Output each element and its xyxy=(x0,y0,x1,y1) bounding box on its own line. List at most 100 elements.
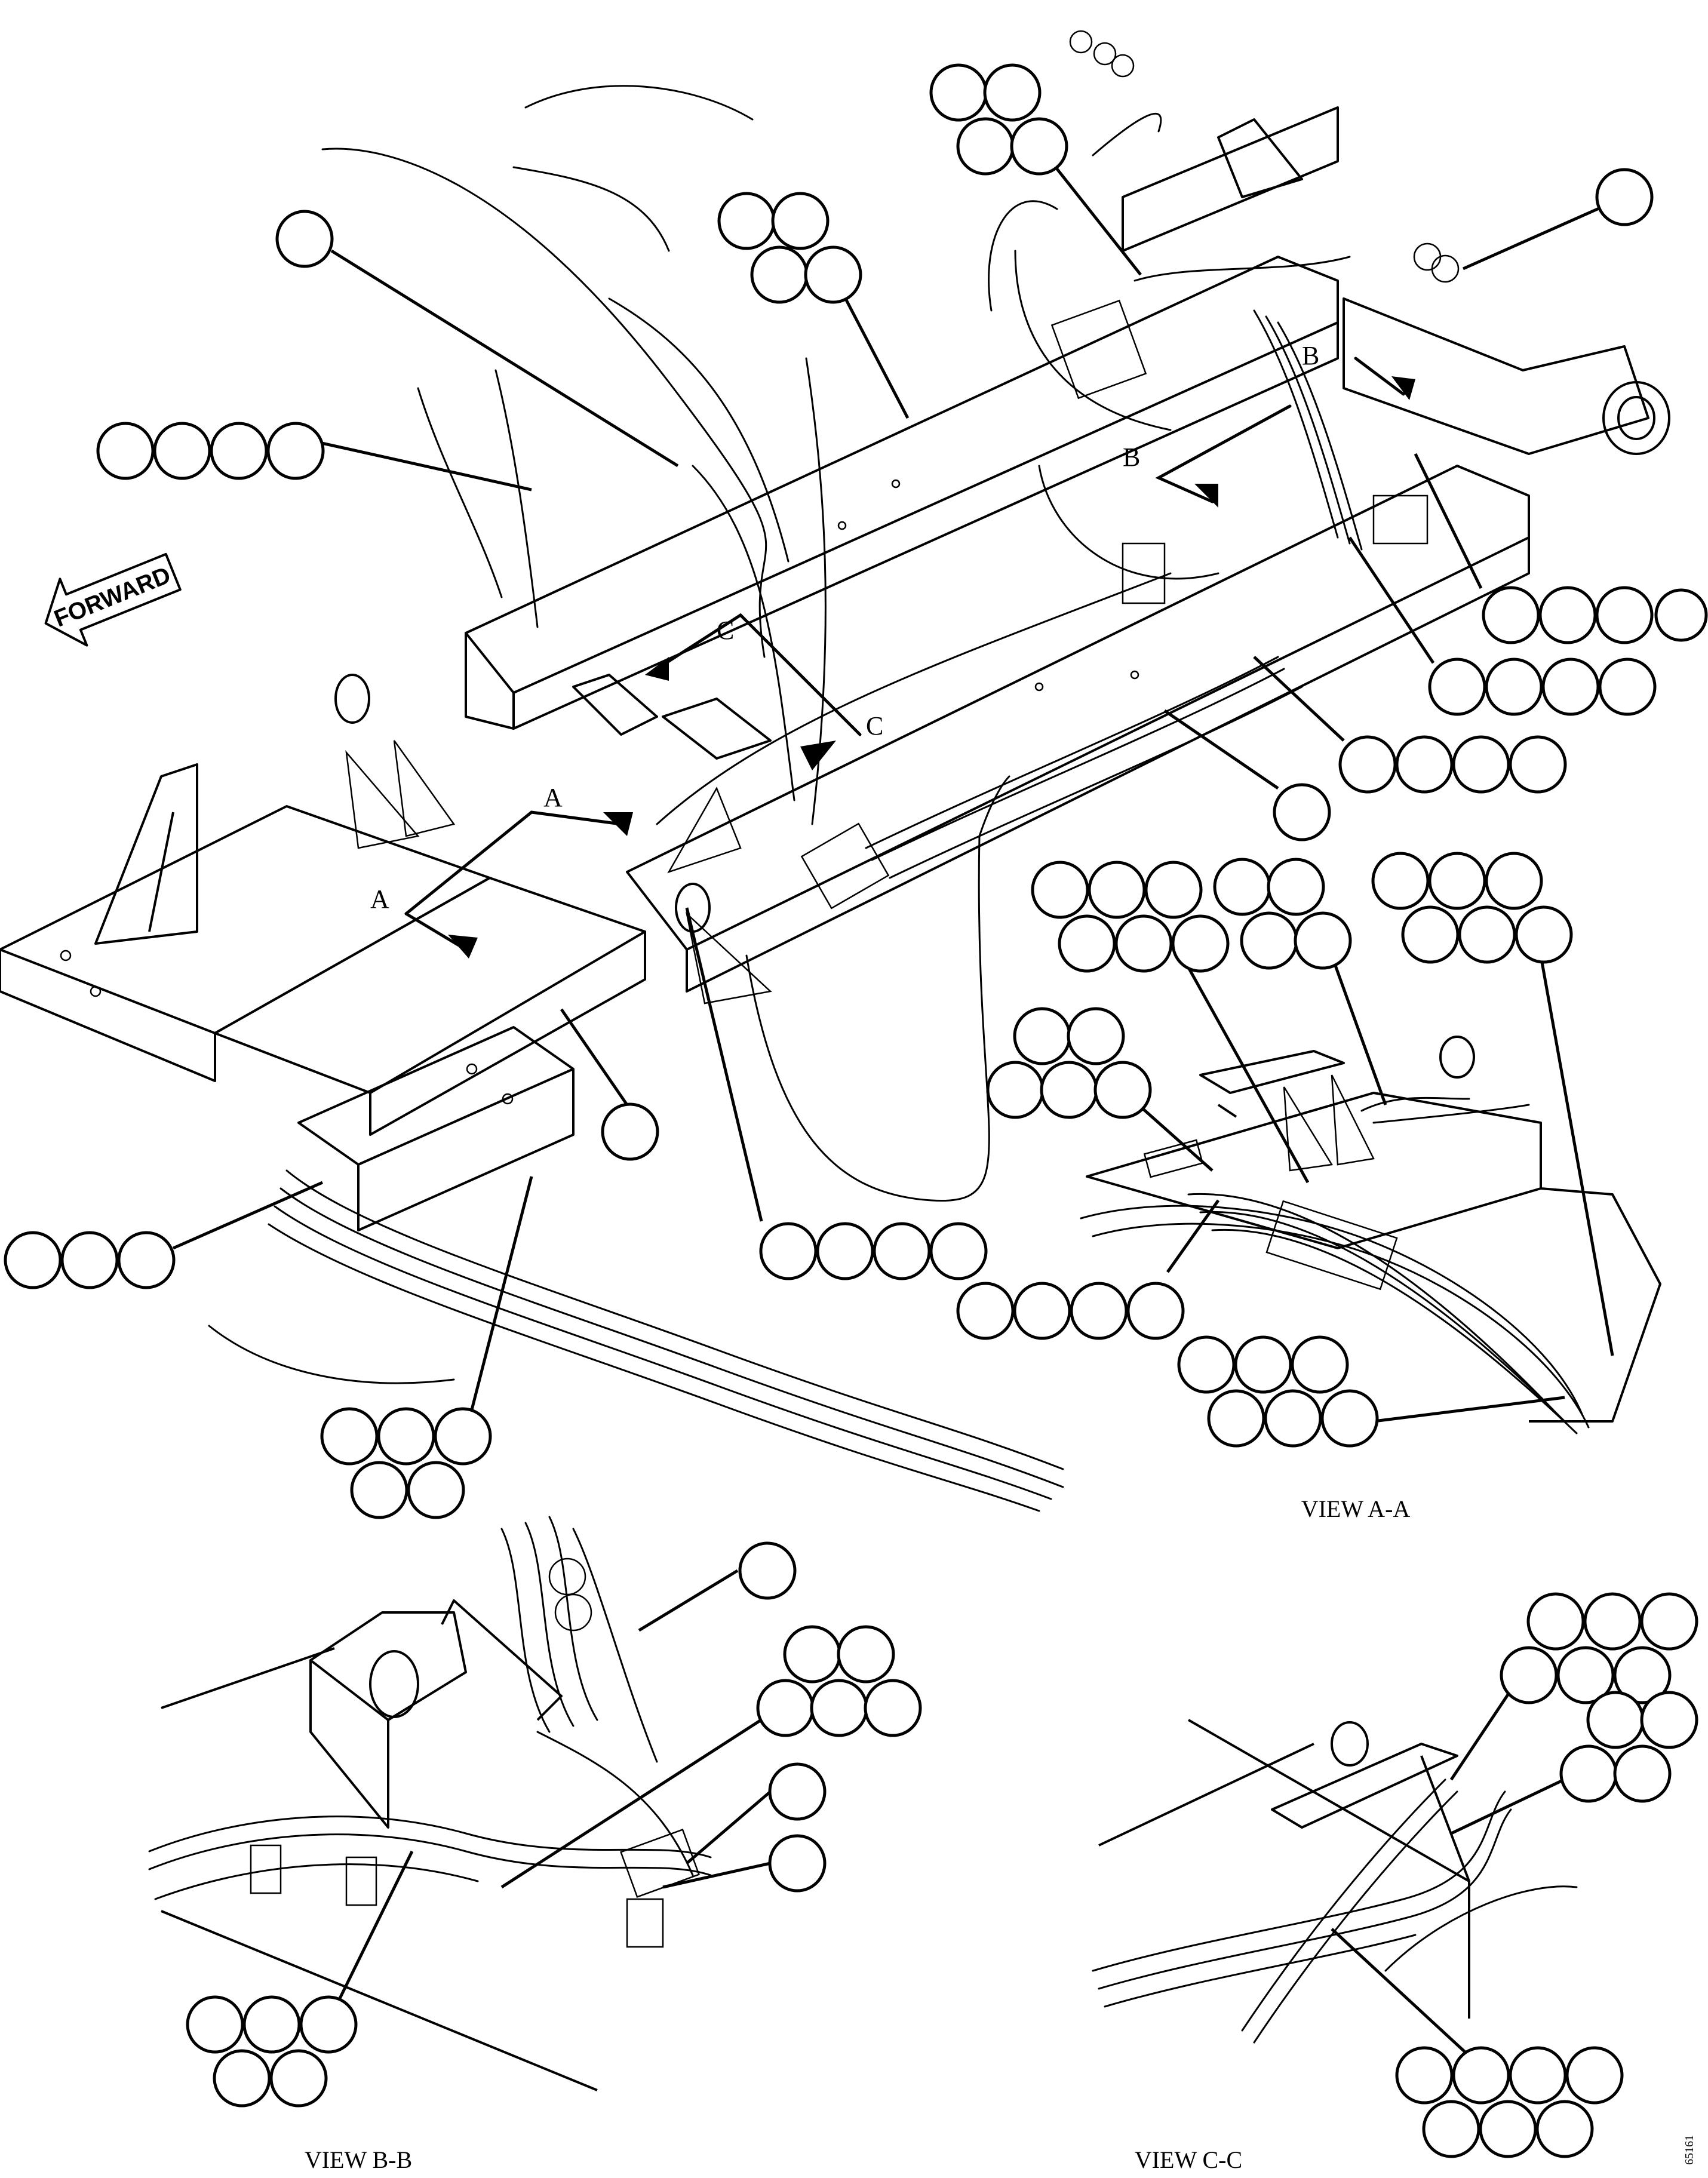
callout-bubble xyxy=(1320,1389,1379,1448)
callout-bubble xyxy=(1207,1389,1265,1448)
callout-bubble xyxy=(1395,2046,1454,2105)
callout-bubble xyxy=(929,1222,988,1280)
view-a-a-drawing xyxy=(1080,1036,1661,1434)
callout-bubble xyxy=(1401,905,1460,964)
callout-bubble xyxy=(1088,861,1146,919)
callout-bubble xyxy=(1070,1282,1128,1340)
callout-bubble xyxy=(1586,1691,1645,1749)
callout-bubble xyxy=(983,63,1042,122)
callout-bubble xyxy=(1126,1282,1185,1340)
callout-bubble xyxy=(1013,1007,1071,1065)
section-letter-b-1: B xyxy=(1123,443,1140,472)
callout-bubble xyxy=(1598,658,1657,716)
callout-bubble xyxy=(1541,658,1600,716)
callout-bubble xyxy=(407,1461,465,1519)
section-letter-a-2: A xyxy=(543,783,563,812)
callout-bubble xyxy=(1535,2100,1594,2158)
callout-bubble xyxy=(1371,852,1430,910)
section-cut-arrows: A A B B C C xyxy=(370,341,1415,959)
callout-bubble xyxy=(1556,1646,1615,1704)
forward-arrow: FORWARD xyxy=(44,552,182,647)
callout-bubble xyxy=(1515,905,1573,964)
callout-bubble xyxy=(1485,658,1543,716)
callout-bubble xyxy=(275,210,334,268)
callout-bubble xyxy=(1144,861,1203,919)
callout-bubble xyxy=(269,2049,328,2108)
section-letter-b-2: B xyxy=(1302,341,1319,370)
callout-bubble xyxy=(601,1102,659,1161)
callout-bubble xyxy=(1654,588,1708,642)
callout-bubble xyxy=(377,1407,435,1466)
callout-bubble xyxy=(1114,914,1173,973)
callout-bubble xyxy=(804,245,862,304)
callout-leaders xyxy=(172,145,1626,2073)
callout-bubble xyxy=(1583,1592,1642,1651)
callout-bubble xyxy=(750,245,809,304)
callout-bubble xyxy=(1485,852,1543,910)
callout-bubble xyxy=(1267,858,1325,916)
forward-arrow-shape xyxy=(44,552,182,647)
callout-bubble xyxy=(434,1407,492,1466)
callout-bubble xyxy=(1559,1744,1618,1803)
section-letter-c-1: C xyxy=(717,616,734,645)
callout-bubble xyxy=(299,1995,358,2054)
callout-bubble xyxy=(1058,914,1116,973)
callout-bubble xyxy=(1031,861,1089,919)
callout-bubble xyxy=(1240,911,1298,970)
callout-bubble xyxy=(1613,1646,1672,1704)
callout-bubble xyxy=(1452,2046,1510,2105)
callout-bubble xyxy=(816,1222,874,1280)
callout-bubble xyxy=(929,63,988,122)
callout-bubble xyxy=(242,1995,301,2054)
callout-bubble xyxy=(1422,2100,1480,2158)
view-b-b-caption: VIEW B-B xyxy=(305,2146,412,2173)
callout-bubble xyxy=(738,1541,797,1600)
callout-bubble xyxy=(756,1679,815,1737)
callout-bubble xyxy=(1479,2100,1537,2158)
callout-bubble xyxy=(1067,1007,1125,1065)
callout-bubble xyxy=(1040,1061,1098,1119)
view-c-c-drawing xyxy=(1092,1719,1578,2044)
callout-bubble xyxy=(1338,735,1397,794)
callout-bubble xyxy=(768,1834,827,1893)
callout-bubble xyxy=(1565,2046,1624,2105)
callout-bubble xyxy=(1234,1335,1292,1394)
callout-bubble xyxy=(873,1222,931,1280)
callout-bubble xyxy=(60,1231,119,1289)
callout-bubble xyxy=(350,1461,408,1519)
callout-bubble xyxy=(956,1282,1015,1340)
callout-bubble xyxy=(1526,1592,1585,1651)
callout-bubble xyxy=(1010,117,1068,176)
main-frame-structure xyxy=(0,106,1670,1231)
callout-bubble xyxy=(759,1222,818,1280)
callout-bubble xyxy=(1640,1691,1698,1749)
callout-bubble xyxy=(1613,1744,1672,1803)
callout-bubble xyxy=(117,1231,176,1289)
view-b-b-drawing xyxy=(148,1516,712,2091)
callout-bubble xyxy=(320,1407,379,1466)
forward-label: FORWARD xyxy=(50,562,174,632)
callout-bubble xyxy=(1595,586,1654,644)
callout-bubble xyxy=(1500,1646,1558,1704)
callout-bubble xyxy=(1213,858,1271,916)
callout-bubble xyxy=(864,1679,922,1737)
section-letter-c-2: C xyxy=(866,711,883,741)
callout-bubble xyxy=(153,422,211,480)
callout-bubble xyxy=(1458,905,1516,964)
callout-bubble xyxy=(1640,1592,1698,1651)
callout-bubble xyxy=(837,1625,895,1684)
callout-bubbles xyxy=(4,63,1708,2158)
callout-bubble xyxy=(1509,735,1567,794)
callout-bubble xyxy=(986,1061,1045,1119)
callout-bubble xyxy=(1294,911,1352,970)
callout-bubble xyxy=(810,1679,868,1737)
callout-bubble xyxy=(1538,586,1597,644)
callout-bubble xyxy=(1264,1389,1322,1448)
callout-bubble xyxy=(1482,586,1540,644)
callout-bubble xyxy=(956,117,1015,176)
section-letter-a-1: A xyxy=(370,884,389,914)
callout-bubble xyxy=(4,1231,62,1289)
document-number: 65161 xyxy=(1683,2135,1696,2165)
callout-bubble xyxy=(1013,1282,1071,1340)
